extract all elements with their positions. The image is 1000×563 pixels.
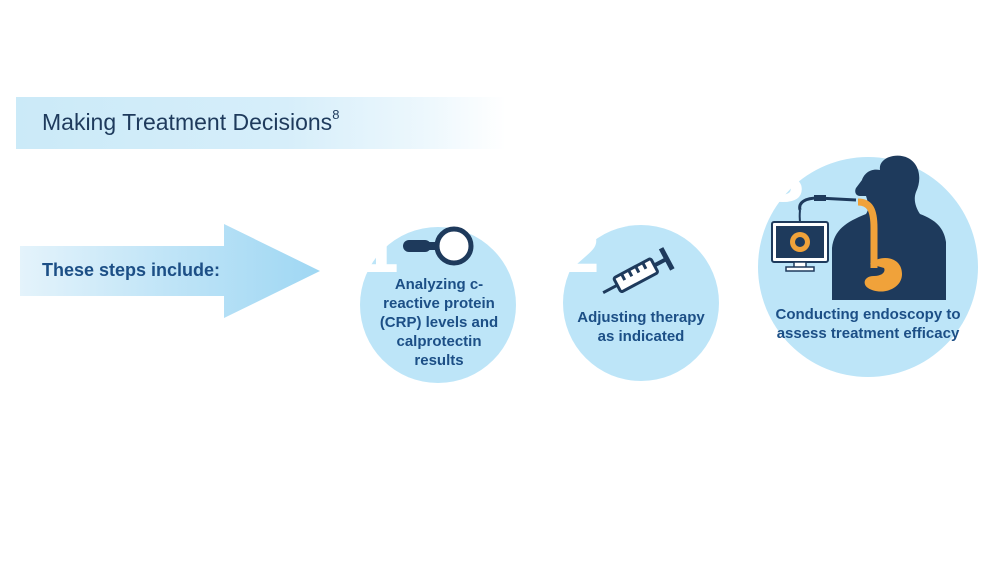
page-title-text: Making Treatment Decisions — [42, 109, 333, 135]
step-3-number: 3 — [766, 147, 807, 215]
page-title: Making Treatment Decisions8 — [42, 107, 340, 136]
title-reference: 8 — [332, 107, 340, 123]
step-1-number: 1 — [359, 217, 401, 287]
steps-intro-label: These steps include: — [42, 260, 221, 280]
endoscopy-icon — [771, 155, 946, 300]
step-1-text: Analyzing c-reactive protein (CRP) level… — [379, 276, 499, 369]
arrow-shape — [20, 224, 320, 318]
steps-arrow: These steps include: — [20, 224, 320, 318]
title-banner: Making Treatment Decisions8 — [16, 97, 506, 149]
step-2-number: 2 — [560, 217, 602, 287]
magnifying-glass-icon — [403, 226, 474, 266]
step-2-text: Adjusting therapy as indicated — [577, 309, 705, 345]
step-2-circle — [563, 225, 719, 381]
syringe-icon — [602, 247, 675, 294]
step-3-text: Conducting endoscopy to assess treatment… — [775, 306, 961, 342]
